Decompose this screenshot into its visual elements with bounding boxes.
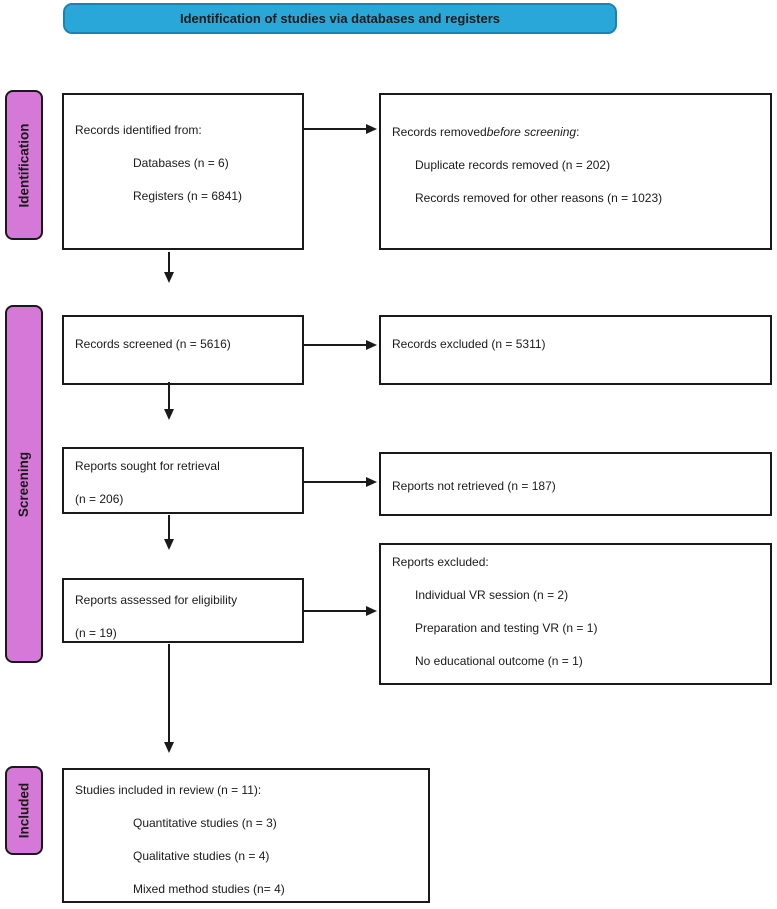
arrow-assessed-to-included-head <box>164 742 174 753</box>
records-removed-heading: Records removed before screening: <box>392 115 762 148</box>
box-records-identified: Records identified from: Databases (n = … <box>62 93 304 250</box>
records-identified-databases: Databases (n = 6) <box>133 155 229 170</box>
box-reports-assessed: Reports assessed for eligibility (n = 19… <box>62 578 304 643</box>
records-removed-duplicates: Duplicate records removed (n = 202) <box>415 157 611 172</box>
arrow-screened-to-sought <box>168 382 170 410</box>
box-reports-excluded: Reports excluded: Individual VR session … <box>379 543 772 685</box>
records-screened-text: Records screened (n = 5616) <box>75 336 231 351</box>
arrow-sought-to-not-retrieved-head <box>366 477 377 487</box>
records-identified-heading: Records identified from: <box>75 122 202 137</box>
stage-label-screening-text: Screening <box>16 451 32 517</box>
box-records-screened: Records screened (n = 5616) <box>62 315 304 385</box>
records-removed-heading-suffix: : <box>576 124 580 139</box>
stage-label-included-text: Included <box>16 782 32 839</box>
records-removed-heading-emphasis: before screening <box>486 124 577 139</box>
box-reports-sought: Reports sought for retrieval (n = 206) <box>62 447 304 514</box>
reports-excluded-heading: Reports excluded: <box>392 554 489 569</box>
box-records-removed: Records removed before screening: Duplic… <box>379 93 772 250</box>
studies-included-heading: Studies included in review (n = 11): <box>75 782 262 797</box>
title-banner: Identification of studies via databases … <box>63 3 617 34</box>
records-excluded-text: Records excluded (n = 5311) <box>392 336 546 351</box>
reports-sought-line1: Reports sought for retrieval <box>75 458 220 473</box>
studies-included-quantitative: Quantitative studies (n = 3) <box>133 815 277 830</box>
records-removed-other-reasons: Records removed for other reasons (n = 1… <box>415 190 663 205</box>
stage-label-identification-text: Identification <box>16 123 32 207</box>
records-removed-heading-prefix: Records removed <box>392 124 487 139</box>
reports-not-retrieved-text: Reports not retrieved (n = 187) <box>392 478 556 493</box>
studies-included-qualitative: Qualitative studies (n = 4) <box>133 848 270 863</box>
arrow-screened-to-sought-head <box>164 409 174 420</box>
title-banner-label: Identification of studies via databases … <box>179 11 501 26</box>
arrow-identified-to-screened <box>168 252 170 273</box>
reports-excluded-preparation-vr: Preparation and testing VR (n = 1) <box>415 620 598 635</box>
box-studies-included: Studies included in review (n = 11): Qua… <box>62 768 430 903</box>
stage-label-identification: Identification <box>5 90 43 240</box>
reports-sought-line2: (n = 206) <box>75 491 124 506</box>
stage-label-screening: Screening <box>5 305 43 663</box>
arrow-screened-to-excluded <box>304 344 367 346</box>
arrow-identified-to-removed-head <box>366 124 377 134</box>
arrow-sought-to-not-retrieved <box>304 481 367 483</box>
reports-assessed-line1: Reports assessed for eligibility <box>75 592 238 607</box>
reports-excluded-no-outcome: No educational outcome (n = 1) <box>415 653 583 668</box>
stage-label-included: Included <box>5 766 43 855</box>
reports-assessed-line2: (n = 19) <box>75 625 117 640</box>
arrow-identified-to-screened-head <box>164 272 174 283</box>
arrow-identified-to-removed <box>304 128 367 130</box>
box-reports-not-retrieved: Reports not retrieved (n = 187) <box>379 452 772 516</box>
arrow-assessed-to-excluded-head <box>366 606 377 616</box>
arrow-assessed-to-included <box>168 644 170 743</box>
arrow-assessed-to-excluded <box>304 610 367 612</box>
arrow-sought-to-assessed <box>168 515 170 540</box>
studies-included-mixed: Mixed method studies (n= 4) <box>133 881 285 896</box>
arrow-screened-to-excluded-head <box>366 340 377 350</box>
arrow-sought-to-assessed-head <box>164 539 174 550</box>
reports-excluded-individual-vr: Individual VR session (n = 2) <box>415 587 569 602</box>
records-identified-registers: Registers (n = 6841) <box>133 188 243 203</box>
box-records-excluded: Records excluded (n = 5311) <box>379 315 772 385</box>
